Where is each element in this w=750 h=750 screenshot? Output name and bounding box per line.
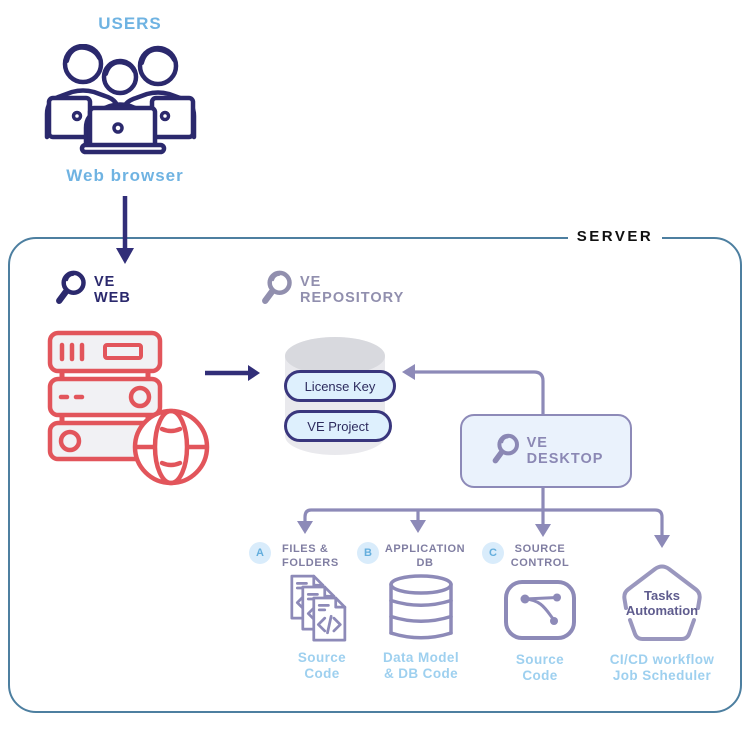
users-laptops-icon <box>44 44 197 155</box>
branch-title-line: DB <box>416 556 434 569</box>
server-rack-globe-icon <box>47 330 210 486</box>
branch-title-sc: SOURCE CONTROL <box>505 543 575 570</box>
pentagon-badge-icon <box>622 564 702 641</box>
branch-title-line: FILES & <box>282 543 329 555</box>
caption-data-model: Data Model & DB Code <box>366 650 476 682</box>
badge-a: A <box>249 542 271 564</box>
ve-desktop-logo: VE DESKTOP <box>489 431 604 471</box>
web-browser-label: Web browser <box>66 166 184 185</box>
caption-line: CI/CD workflow <box>609 652 715 667</box>
caption-line: Job Scheduler <box>612 668 712 683</box>
branch-title-appdb: APPLICATION DB <box>380 543 470 570</box>
license-key-pill: License Key <box>284 370 396 402</box>
branch-title-line: APPLICATION <box>384 543 466 555</box>
ve-desktop-box: VE DESKTOP <box>460 414 632 488</box>
magnifier-icon <box>262 270 292 304</box>
caption-line: Code <box>522 668 558 683</box>
badge-b: B <box>357 542 379 564</box>
badge-c: C <box>482 542 504 564</box>
ve-repository-logo: VE REPOSITORY <box>258 268 404 312</box>
caption-line: & DB Code <box>383 666 459 681</box>
caption-line: Source <box>297 650 347 665</box>
ve-desktop-line1: VE <box>526 435 548 451</box>
ve-project-pill: VE Project <box>284 410 392 442</box>
branch-title-files: FILES & FOLDERS <box>282 543 339 570</box>
ve-repository-line2: REPOSITORY <box>300 290 405 306</box>
ve-web-line2: WEB <box>94 290 131 306</box>
ve-desktop-line2: DESKTOP <box>526 451 604 467</box>
branch-title-line: SOURCE <box>514 543 566 555</box>
branch-graph-icon <box>504 580 576 640</box>
caption-source-code-1: Source Code <box>282 650 362 682</box>
tasks-automation-label: Tasks Automation <box>607 588 717 618</box>
caption-line: Data Model <box>382 650 459 665</box>
caption-cicd: CI/CD workflow Job Scheduler <box>592 652 732 684</box>
users-title: USERS <box>98 14 162 33</box>
server-title: SERVER <box>568 228 662 245</box>
database-icon <box>389 574 453 640</box>
branch-title-line: FOLDERS <box>282 556 339 569</box>
ve-repository-line1: VE <box>300 274 322 290</box>
caption-line: Code <box>304 666 340 681</box>
ve-web-logo: VE WEB <box>52 268 131 312</box>
branch-title-line: CONTROL <box>510 556 570 569</box>
caption-line: Source <box>515 652 565 667</box>
ve-web-line1: VE <box>94 274 116 290</box>
tasks-label-line: Tasks <box>644 588 680 603</box>
code-files-icon <box>290 574 347 642</box>
magnifier-icon <box>56 270 86 304</box>
tasks-label-line: Automation <box>625 603 699 618</box>
magnifier-icon <box>492 433 519 464</box>
caption-source-code-2: Source Code <box>500 652 580 684</box>
server-box <box>8 237 742 713</box>
